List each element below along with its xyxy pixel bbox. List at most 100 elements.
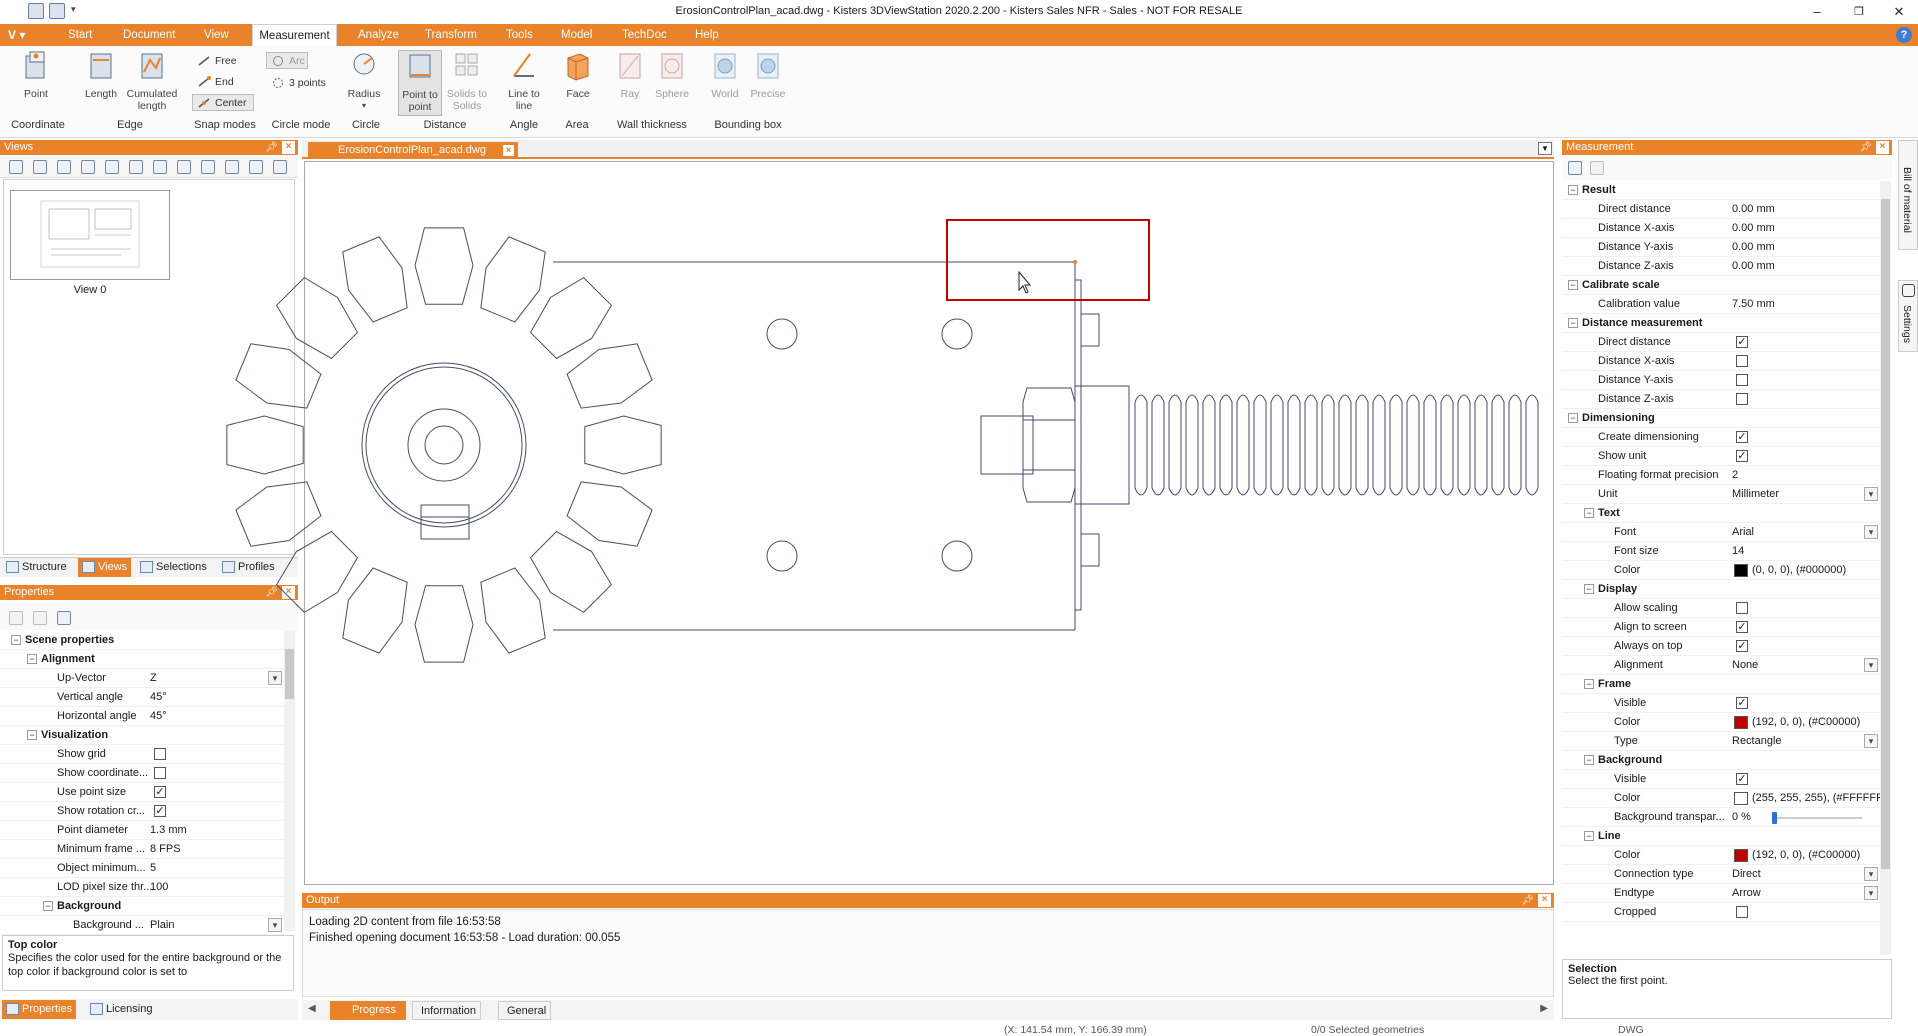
checkbox-checked[interactable]: ✓	[1736, 431, 1748, 443]
property-section[interactable]: −Frame	[1562, 675, 1880, 694]
view-stop-icon[interactable]	[129, 160, 143, 174]
property-row[interactable]: Direct distance✓	[1562, 333, 1880, 352]
property-value[interactable]: Rectangle	[1732, 735, 1782, 747]
collapse-icon[interactable]: −	[1568, 185, 1578, 195]
help-icon[interactable]: ?	[1896, 27, 1912, 43]
property-row[interactable]: Show grid	[0, 745, 284, 764]
tab-licensing[interactable]: Licensing	[86, 1000, 156, 1019]
property-row[interactable]: Object minimum...5	[0, 859, 284, 878]
checkbox-unchecked[interactable]	[1736, 602, 1748, 614]
world-button[interactable]: World	[706, 50, 744, 100]
property-value[interactable]: Arrow	[1732, 887, 1761, 899]
property-section[interactable]: −Dimensioning	[1562, 409, 1880, 428]
side-tab-settings[interactable]: Settings	[1898, 280, 1918, 352]
property-value[interactable]: 8 FPS	[150, 843, 181, 855]
face-button[interactable]: Face	[560, 50, 596, 100]
arc-mode-button[interactable]: Arc	[266, 52, 308, 69]
view-animate-icon[interactable]	[177, 160, 191, 174]
property-row[interactable]: Align to screen✓	[1562, 618, 1880, 637]
chevron-down-icon[interactable]: ▾	[1864, 886, 1878, 900]
chevron-down-icon[interactable]: ▾	[268, 918, 282, 932]
close-document-icon[interactable]: ×	[503, 145, 514, 156]
property-row[interactable]: Allow scaling	[1562, 599, 1880, 618]
line-to-line-button[interactable]: Line to line	[502, 50, 546, 112]
checkbox-checked[interactable]: ✓	[1736, 621, 1748, 633]
snap-end-button[interactable]: End	[192, 73, 250, 90]
view-next-icon[interactable]	[153, 160, 167, 174]
tab-document[interactable]: Document	[123, 29, 176, 41]
property-row[interactable]: Background transpar...0 %	[1562, 808, 1880, 827]
collapse-icon[interactable]: −	[1568, 280, 1578, 290]
slider-track[interactable]	[1772, 817, 1862, 819]
color-swatch[interactable]	[1734, 792, 1748, 805]
property-section[interactable]: −Text	[1562, 504, 1880, 523]
chevron-down-icon[interactable]: ▾	[1864, 525, 1878, 539]
property-value[interactable]: 7.50 mm	[1732, 298, 1775, 310]
collapse-icon[interactable]: −	[27, 654, 37, 664]
collapse-icon[interactable]: −	[1584, 508, 1594, 518]
chevron-down-icon[interactable]: ▾	[1864, 734, 1878, 748]
3d-viewport[interactable]	[226, 161, 1554, 885]
property-value[interactable]: 45°	[150, 691, 167, 703]
property-row[interactable]: Minimum frame ...8 FPS	[0, 840, 284, 859]
property-value[interactable]: (255, 255, 255), (#FFFFFF	[1752, 792, 1883, 804]
property-value[interactable]: Plain	[150, 919, 175, 931]
view-home-icon[interactable]	[9, 160, 23, 174]
sphere-button[interactable]: Sphere	[650, 50, 694, 100]
tab-analyze[interactable]: Analyze	[358, 29, 399, 41]
checkbox-checked[interactable]: ✓	[1736, 336, 1748, 348]
property-value[interactable]: 2	[1732, 469, 1739, 481]
property-value[interactable]: 100	[150, 881, 169, 893]
document-tab[interactable]: ErosionControlPlan_acad.dwg ×	[308, 142, 518, 159]
property-value[interactable]: 0.00 mm	[1732, 222, 1775, 234]
property-row[interactable]: Background ...Plain▾	[0, 916, 284, 935]
color-swatch[interactable]	[1734, 849, 1748, 862]
property-row[interactable]: Show coordinate...	[0, 764, 284, 783]
quick-access-dropdown-icon[interactable]: ▾	[71, 4, 76, 14]
property-section[interactable]: −Scene properties	[0, 631, 284, 650]
collapse-icon[interactable]: −	[27, 730, 37, 740]
color-swatch[interactable]	[1734, 716, 1748, 729]
edit-icon[interactable]	[49, 3, 65, 19]
view-first-icon[interactable]	[105, 160, 119, 174]
ray-button[interactable]: Ray	[614, 50, 646, 100]
tab-progress[interactable]: Progress	[330, 1001, 406, 1020]
property-value[interactable]: None	[1732, 659, 1759, 671]
collapse-icon[interactable]: −	[1584, 679, 1594, 689]
property-value[interactable]: 45°	[150, 710, 167, 722]
document-list-dropdown-icon[interactable]: ▼	[1538, 142, 1552, 155]
tab-selections[interactable]: Selections	[136, 558, 211, 577]
snap-free-button[interactable]: Free	[192, 52, 250, 69]
view-delete-icon[interactable]	[81, 160, 95, 174]
property-row[interactable]: Color(0, 0, 0), (#000000)	[1562, 561, 1880, 580]
tab-structure[interactable]: Structure	[2, 558, 71, 577]
view-thumbnail[interactable]	[10, 190, 170, 280]
close-icon[interactable]: ×	[1876, 141, 1889, 154]
checkbox-checked[interactable]: ✓	[154, 786, 166, 798]
tab-transform[interactable]: Transform	[425, 29, 477, 41]
tab-model[interactable]: Model	[561, 29, 593, 41]
property-value[interactable]: 5	[150, 862, 157, 874]
snap-center-button[interactable]: Center	[192, 94, 254, 111]
point-to-point-button[interactable]: Point to point	[398, 50, 442, 116]
checkbox-checked[interactable]: ✓	[1736, 773, 1748, 785]
property-row[interactable]: Distance Z-axis	[1562, 390, 1880, 409]
collapse-icon[interactable]: −	[1584, 584, 1594, 594]
chevron-down-icon[interactable]: ▾	[268, 671, 282, 685]
property-row[interactable]: Color(255, 255, 255), (#FFFFFF	[1562, 789, 1883, 808]
checkbox-checked[interactable]: ✓	[1736, 450, 1748, 462]
property-section[interactable]: −Background	[1562, 751, 1880, 770]
chevron-down-icon[interactable]: ▾	[1864, 867, 1878, 881]
view-grid-icon[interactable]	[273, 160, 287, 174]
property-value[interactable]: Direct	[1732, 868, 1761, 880]
checkbox-checked[interactable]: ✓	[154, 805, 166, 817]
